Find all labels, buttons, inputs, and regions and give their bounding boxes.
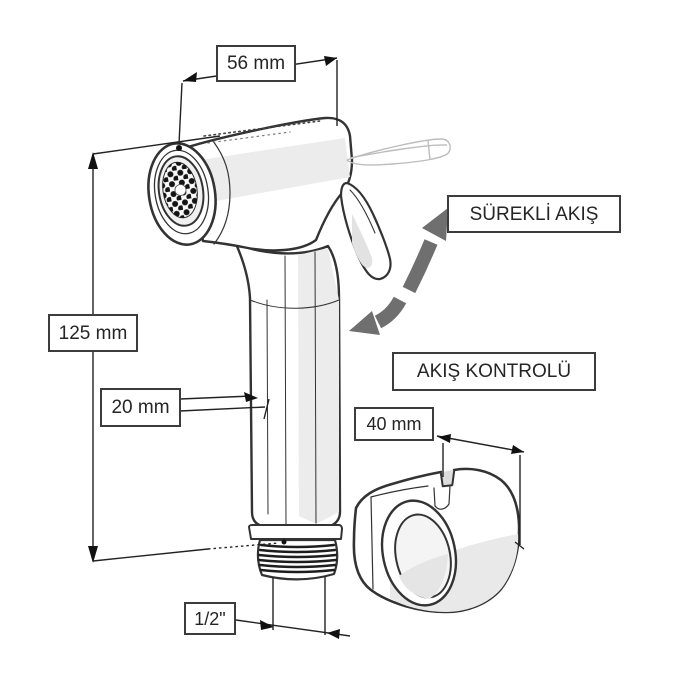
dimension-reference-dot (176, 145, 182, 151)
dimension-label-total-height: 125 mm (48, 314, 138, 352)
dimension-label-head-width: 56 mm (216, 45, 296, 82)
dimension-label-handle-diameter: 20 mm (100, 388, 181, 427)
dimension-handle-diameter (179, 392, 270, 420)
rotation-arrow-up-icon (402, 208, 448, 294)
nozzle-face (147, 142, 217, 246)
dimension-total-height (88, 135, 287, 563)
dimension-label-holder-width: 40 mm (354, 407, 434, 441)
thread-connector (256, 538, 339, 581)
trigger-ghost-position (346, 138, 451, 166)
holder-slot (440, 469, 455, 487)
dimension-label-thread-size: 1/2" (184, 602, 236, 635)
annotation-continuous-flow: SÜREKLİ AKIŞ (447, 195, 621, 233)
dimension-lines (88, 56, 525, 639)
sprayer-head (183, 116, 354, 252)
sprayer-handle (234, 242, 343, 581)
handle-collar (248, 524, 343, 540)
rotation-arrow-down-icon (349, 296, 407, 335)
dimension-thread-size (235, 576, 351, 639)
wall-holder (352, 467, 521, 614)
flow-rotation-arrows (349, 208, 448, 335)
trigger-lever (339, 181, 392, 281)
dimension-holder-width (436, 434, 525, 550)
annotation-flow-control: AKIŞ KONTROLÜ (392, 352, 596, 391)
